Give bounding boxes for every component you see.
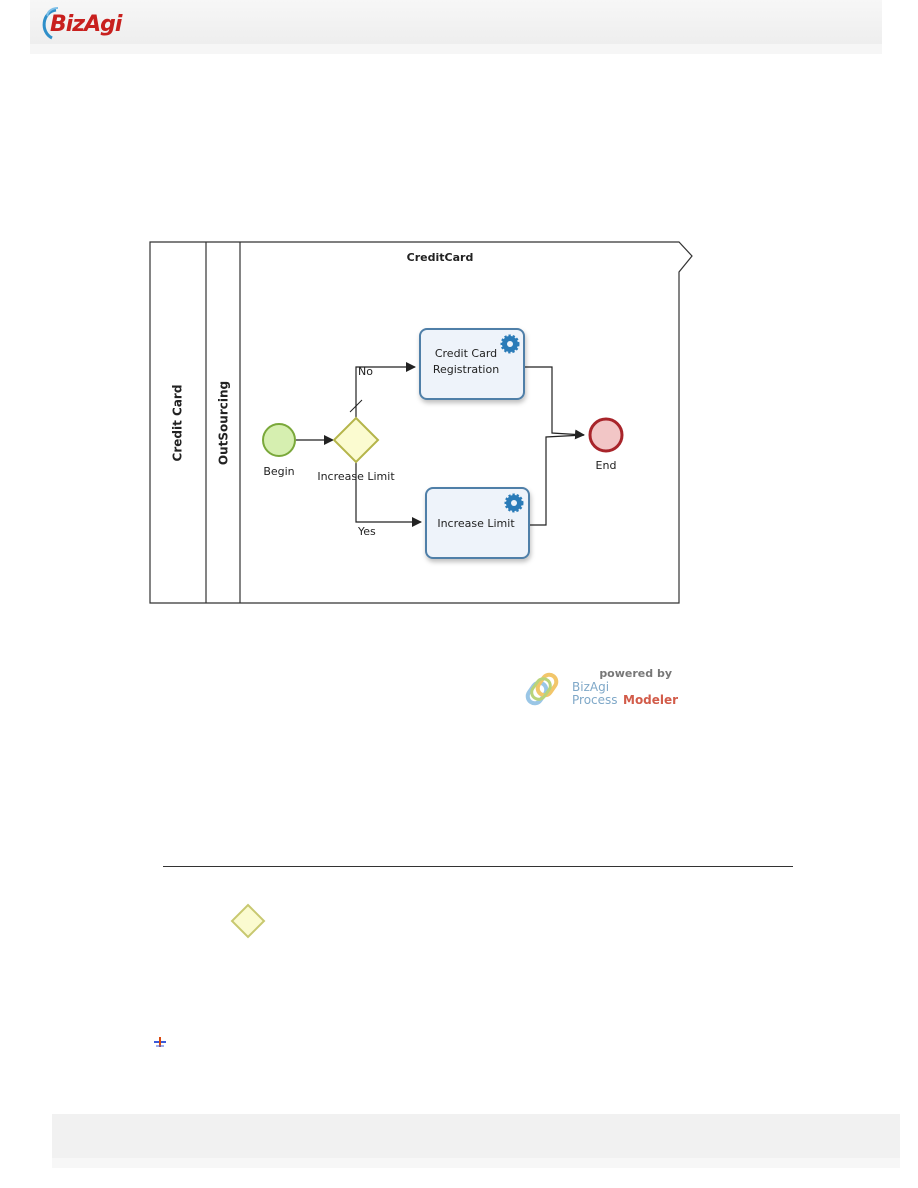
task-top-label-line1: Credit Card (435, 347, 497, 360)
header-bar (30, 0, 882, 44)
powered-by-svg: powered by BizAgi Process Modeler (525, 667, 678, 707)
start-event-label: Begin (263, 465, 294, 478)
process-diagram: Credit Card OutSourcing CreditCard No Ye… (140, 230, 720, 615)
process-title: CreditCard (407, 251, 474, 264)
bizagi-logo (42, 7, 59, 40)
start-event[interactable] (262, 423, 296, 457)
powered-by-label: powered by (599, 667, 672, 680)
flow-yes (355, 462, 422, 527)
logo-swoosh (42, 8, 57, 40)
flow-label-no: No (358, 365, 373, 378)
task-top-label-line2: Registration (433, 363, 499, 376)
task-bottom-label: Increase Limit (437, 517, 515, 530)
logo-swoosh-light (46, 7, 59, 17)
flow-registration-end (524, 366, 585, 440)
task-increase-limit[interactable] (425, 487, 530, 559)
section-divider (163, 866, 793, 867)
process-diagram-svg: Credit Card OutSourcing CreditCard No Ye… (149, 241, 693, 604)
default-flow-slash (349, 399, 363, 413)
element-marker-icon (154, 1037, 166, 1047)
pool-label: Credit Card (171, 385, 185, 462)
powered-by-brand: BizAgi (572, 680, 609, 694)
footer-bar (52, 1114, 900, 1158)
lane-label: OutSourcing (217, 381, 231, 465)
footer-shadow (52, 1158, 900, 1168)
powered-by-badge: powered by BizAgi Process Modeler (520, 660, 690, 720)
gateway-icon (230, 903, 266, 939)
powered-by-process: Process (572, 693, 618, 707)
bizagi-chain-icon (525, 672, 559, 706)
header-shadow (30, 44, 882, 54)
service-gear-icon (504, 493, 524, 513)
service-gear-icon (500, 334, 520, 354)
end-event-label: End (596, 459, 617, 472)
flow-label-yes: Yes (357, 525, 376, 538)
exclusive-gateway[interactable] (332, 416, 380, 464)
logo-text: BizAgi (50, 12, 122, 37)
flow-increase-end (530, 434, 585, 526)
pool-outline (149, 241, 693, 604)
task-credit-card-registration[interactable] (419, 328, 525, 400)
gateway-label: Increase Limit (317, 470, 395, 483)
powered-by-modeler: Modeler (623, 693, 678, 707)
end-event[interactable] (588, 417, 624, 453)
flow-no (355, 362, 416, 418)
